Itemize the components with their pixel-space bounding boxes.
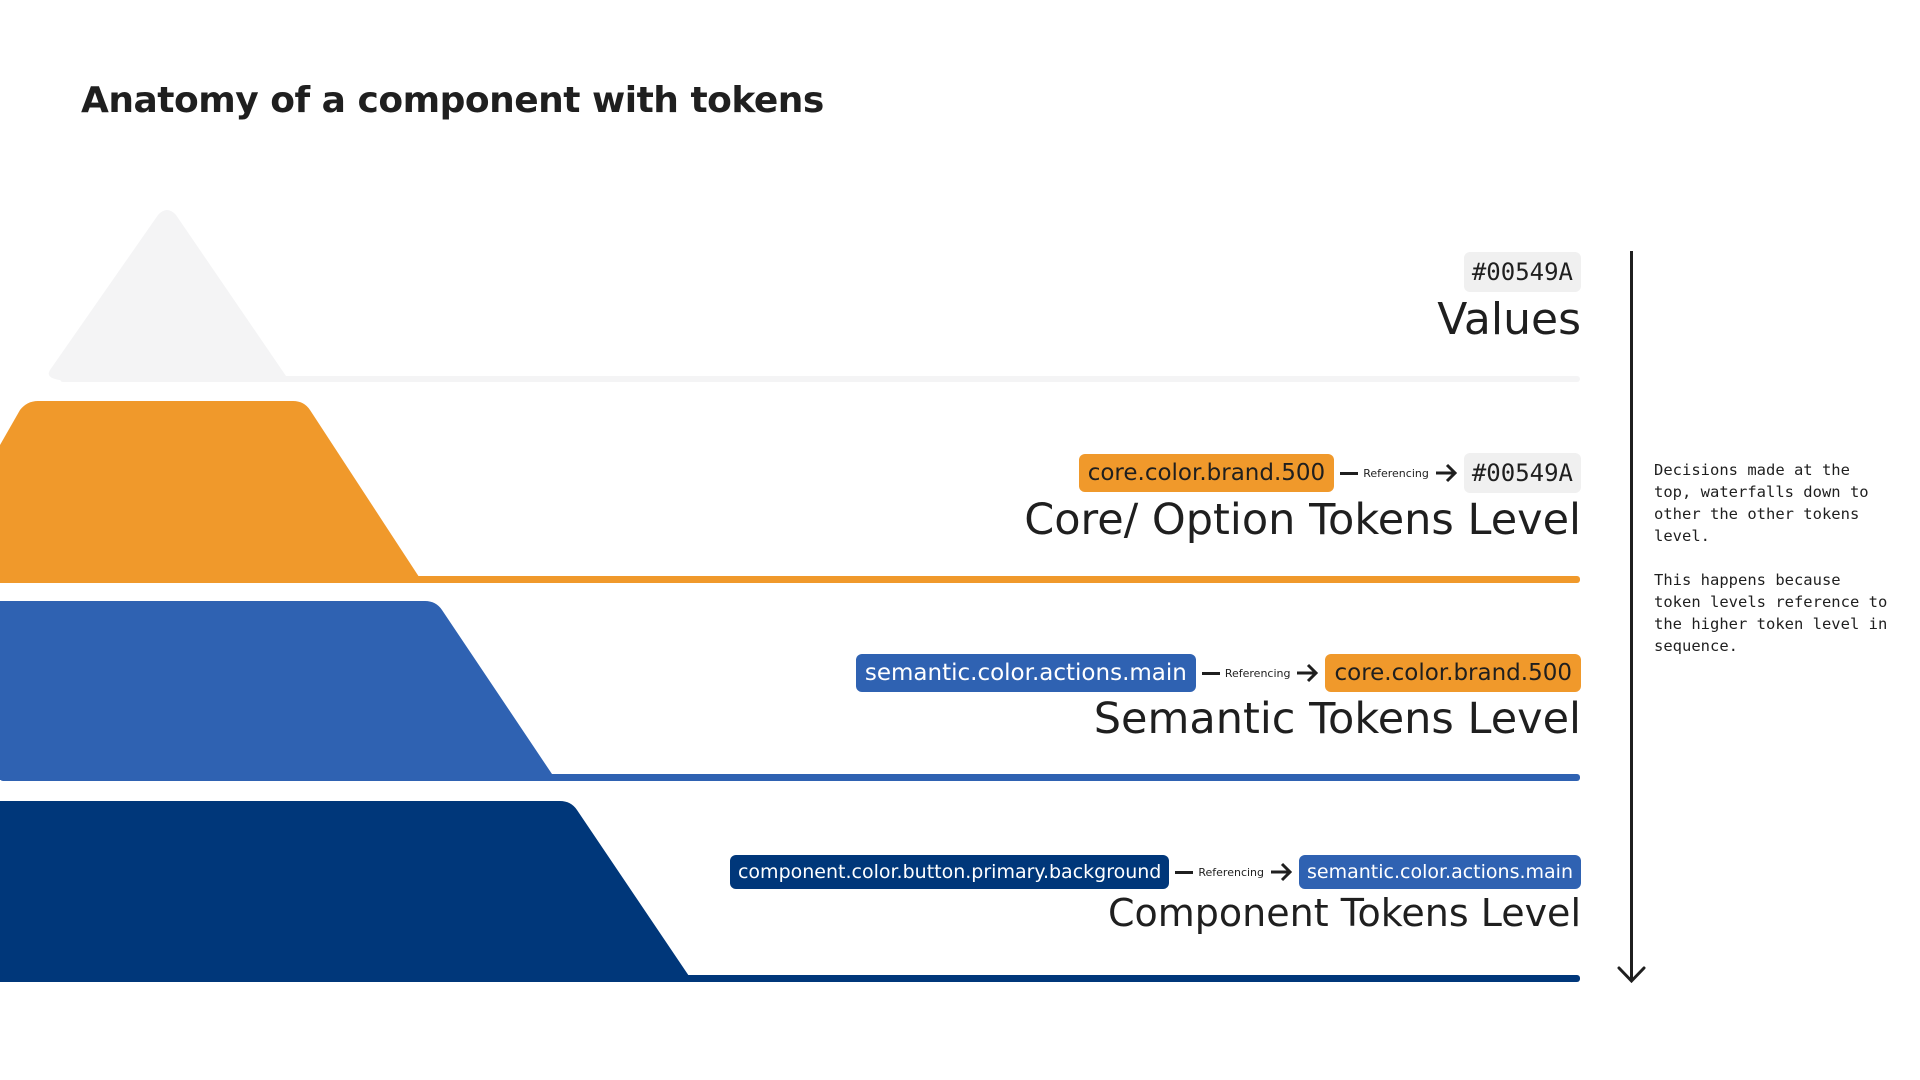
note-paragraph-1: Decisions made at the top, waterfalls do…	[1654, 461, 1869, 545]
component-divider	[0, 975, 1580, 982]
core-row: core.color.brand.500 Referencing #00549A…	[1024, 453, 1581, 544]
values-triangle	[48, 210, 286, 380]
component-level-label: Component Tokens Level	[1108, 891, 1581, 935]
referencing-connector: Referencing	[1175, 862, 1293, 882]
component-row: component.color.button.primary.backgroun…	[729, 855, 1581, 935]
arrow-right-icon	[1295, 663, 1319, 683]
values-label: Values	[1437, 294, 1581, 345]
semantic-row: semantic.color.actions.main Referencing …	[855, 654, 1581, 744]
note-paragraph-2: This happens because token levels refere…	[1654, 571, 1888, 655]
waterfall-note: Decisions made at the top, waterfalls do…	[1654, 459, 1894, 679]
arrow-right-icon	[1434, 463, 1458, 483]
values-row: #00549A Values	[1437, 252, 1581, 344]
arrow-down-icon	[1617, 251, 1646, 984]
component-token-chip: component.color.button.primary.backgroun…	[729, 855, 1170, 889]
values-divider	[60, 376, 1580, 382]
component-trapezoid	[0, 801, 693, 982]
referencing-label: Referencing	[1198, 865, 1265, 879]
referencing-label: Referencing	[1224, 666, 1291, 680]
core-trapezoid	[0, 401, 423, 583]
referencing-label: Referencing	[1363, 466, 1429, 480]
referencing-connector: Referencing	[1201, 663, 1320, 683]
value-hex-chip: #00549A	[1463, 252, 1581, 292]
semantic-level-label: Semantic Tokens Level	[1093, 694, 1581, 744]
semantic-trapezoid	[0, 601, 556, 780]
component-ref-chip: semantic.color.actions.main	[1299, 855, 1581, 889]
semantic-token-chip: semantic.color.actions.main	[855, 654, 1196, 692]
page-title: Anatomy of a component with tokens	[81, 80, 824, 121]
arrow-right-icon	[1269, 862, 1293, 882]
core-value-chip: #00549A	[1463, 453, 1581, 493]
semantic-divider	[0, 774, 1580, 781]
semantic-ref-chip: core.color.brand.500	[1325, 654, 1581, 692]
core-token-chip: core.color.brand.500	[1078, 454, 1335, 492]
referencing-connector: Referencing	[1340, 463, 1458, 483]
core-divider	[0, 576, 1580, 583]
core-level-label: Core/ Option Tokens Level	[1024, 495, 1581, 545]
